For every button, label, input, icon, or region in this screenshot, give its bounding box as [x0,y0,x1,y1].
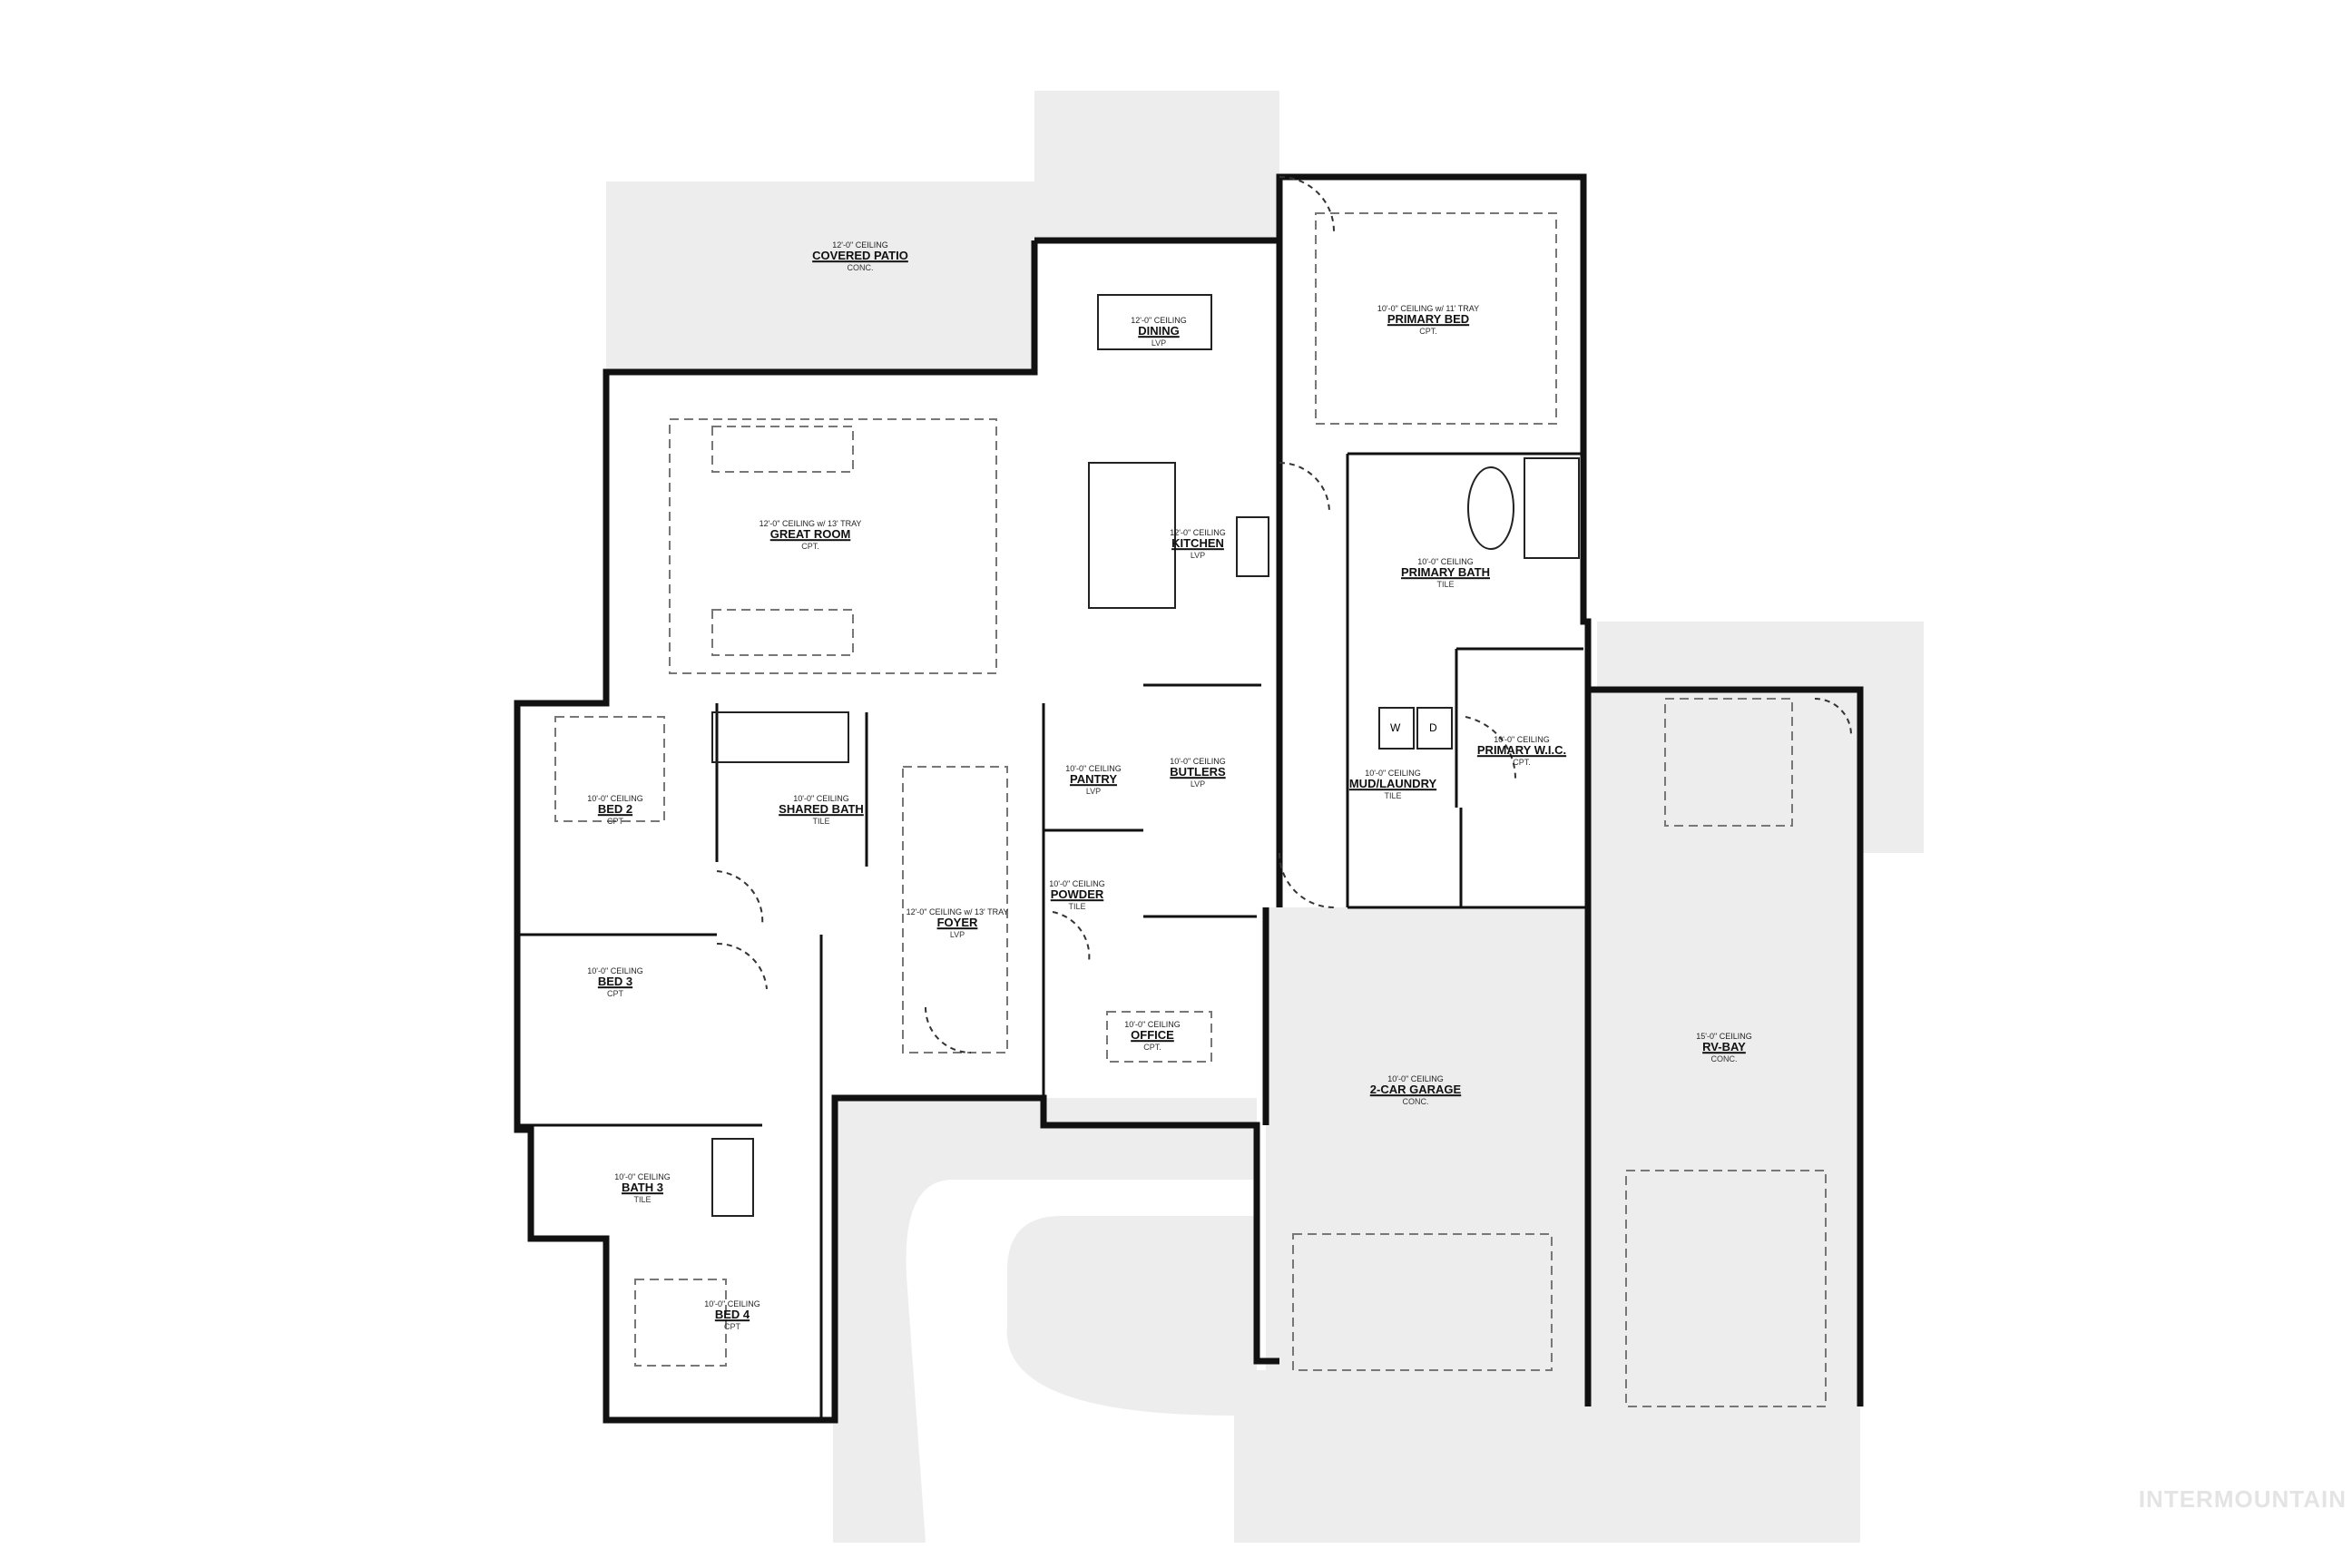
room-name: RV-BAY [1702,1040,1746,1054]
floor-finish: TILE [1068,902,1086,912]
room-shared-bath: 10'-0" CEILING SHARED BATH TILE [779,794,864,827]
ceiling-height: 10'-0" CEILING [1494,735,1550,745]
room-bed-4: 10'-0" CEILING BED 4 CPT [704,1299,760,1332]
floor-finish: CPT [607,989,623,999]
ceiling-height: 10'-0" CEILING [587,794,643,804]
room-mud-laundry: 10'-0" CEILING MUD/LAUNDRY TILE [1349,769,1436,801]
dashed-outlines [554,212,1827,1407]
floor-finish: CPT. [1513,758,1531,768]
room-name: DINING [1138,324,1180,338]
room-bed-3: 10'-0" CEILING BED 3 CPT [587,966,642,999]
floor-finish: LVP [1190,779,1206,789]
room-name: BED 4 [714,1308,750,1322]
ceiling-height: 15'-0" CEILING [1696,1032,1752,1042]
floor-finish: TILE [812,817,830,827]
room-name: 2-CAR GARAGE [1369,1083,1462,1097]
ceiling-height: 10'-0" CEILING [614,1172,671,1182]
floor-finish: CONC. [1402,1097,1429,1107]
room-great-room: 12'-0" CEILING w/ 13' TRAY GREAT ROOM CP… [760,519,862,552]
room-covered-patio: 12'-0" CEILING COVERED PATIO CONC. [812,240,908,273]
room-pantry: 10'-0" CEILING PANTRY LVP [1065,764,1121,797]
ceiling-height: 10'-0" CEILING [1417,557,1474,567]
room-name: KITCHEN [1171,536,1224,551]
washer-label: W [1390,721,1401,734]
ceiling-height: 10'-0" CEILING w/ 11' TRAY [1377,304,1480,314]
floor-finish: CONC. [847,263,874,273]
room-name: MUD/LAUNDRY [1348,777,1437,791]
ceiling-height: 10'-0" CEILING [1387,1074,1444,1084]
watermark: INTERMOUNTAIN [2138,1485,2347,1513]
ceiling-height: 12'-0" CEILING w/ 13' TRAY [759,519,862,529]
floor-finish: LVP [1085,787,1102,797]
floor-finish: LVP [1151,338,1167,348]
room-name: PRIMARY BED [1387,312,1470,327]
room-foyer: 12'-0" CEILING w/ 13' TRAY FOYER LVP [906,907,1009,940]
room-name: OFFICE [1131,1028,1174,1043]
floor-finish: CPT. [801,542,819,552]
ceiling-height: 12'-0" CEILING w/ 13' TRAY [906,907,1009,917]
room-2-car-garage: 10'-0" CEILING 2-CAR GARAGE CONC. [1370,1074,1461,1107]
ceiling-height: 10'-0" CEILING [793,794,849,804]
ceiling-height: 10'-0" CEILING [1365,769,1421,779]
room-dining: 12'-0" CEILING DINING LVP [1131,316,1186,348]
room-bed-2: 10'-0" CEILING BED 2 CPT [587,794,642,827]
room-rv-bay: 15'-0" CEILING RV-BAY CONC. [1696,1032,1751,1064]
room-name: SHARED BATH [779,802,864,817]
fixtures [711,294,1580,1217]
floor-finish: TILE [1384,791,1402,801]
room-name: PANTRY [1070,772,1117,787]
floor-finish: TILE [633,1195,652,1205]
interior-walls [517,452,1588,1420]
floor-finish: CPT. [1143,1043,1161,1053]
floor-finish: CONC. [1710,1054,1738,1064]
room-name: POWDER [1050,887,1104,902]
exterior-walls [514,173,1864,1424]
floor-finish: LVP [1190,551,1206,561]
room-name: BED 2 [597,802,633,817]
room-name: GREAT ROOM [769,527,851,542]
floor-finish: CPT [607,817,623,827]
ceiling-height: 10'-0" CEILING [1170,757,1226,767]
room-name: BATH 3 [622,1181,663,1195]
ceiling-height: 10'-0" CEILING [1049,879,1105,889]
room-kitchen: 12'-0" CEILING KITCHEN LVP [1170,528,1225,561]
ceiling-height: 10'-0" CEILING [704,1299,760,1309]
room-powder: 10'-0" CEILING POWDER TILE [1049,879,1104,912]
ceiling-height: 10'-0" CEILING [1124,1020,1181,1030]
ceiling-height: 12'-0" CEILING [1170,528,1226,538]
room-name: FOYER [936,916,978,930]
floor-finish: CPT [724,1322,740,1332]
room-butlers: 10'-0" CEILING BUTLERS LVP [1170,757,1225,789]
room-name: BED 3 [597,975,633,989]
room-name: COVERED PATIO [812,249,908,263]
floor-finish: LVP [949,930,965,940]
concrete-areas [606,91,1924,1543]
ceiling-height: 10'-0" CEILING [587,966,643,976]
dryer-label: D [1429,721,1437,734]
room-primary-bed: 10'-0" CEILING w/ 11' TRAY PRIMARY BED C… [1377,304,1479,337]
ceiling-height: 12'-0" CEILING [832,240,888,250]
room-primary-bath: 10'-0" CEILING PRIMARY BATH TILE [1401,557,1490,590]
room-name: PRIMARY W.I.C. [1476,743,1567,758]
room-name: BUTLERS [1170,765,1226,779]
room-office: 10'-0" CEILING OFFICE CPT. [1124,1020,1180,1053]
floor-finish: TILE [1436,580,1455,590]
floor-finish: CPT. [1419,327,1437,337]
room-name: PRIMARY BATH [1401,565,1490,580]
ceiling-height: 10'-0" CEILING [1065,764,1122,774]
room-bath-3: 10'-0" CEILING BATH 3 TILE [614,1172,670,1205]
room-primary-wic: 10'-0" CEILING PRIMARY W.I.C. CPT. [1477,735,1566,768]
door-swings [716,176,1852,1054]
ceiling-height: 12'-0" CEILING [1131,316,1187,326]
